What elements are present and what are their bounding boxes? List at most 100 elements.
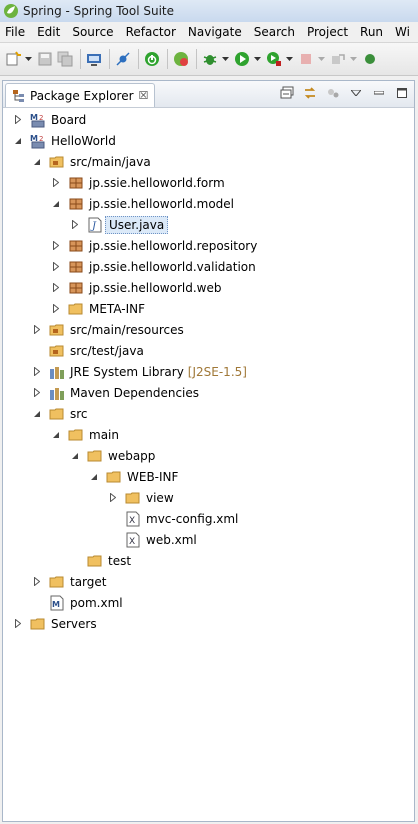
- collapsed-twisty-icon[interactable]: [51, 262, 61, 272]
- source-folder-icon: [49, 154, 65, 170]
- folder-icon: [49, 574, 65, 590]
- package-icon: [68, 238, 84, 254]
- tree-item[interactable]: view: [108, 487, 174, 508]
- tree-item[interactable]: Maven Dependencies: [32, 382, 199, 403]
- tree-item-label: jp.ssie.helloworld.form: [89, 175, 225, 190]
- package-icon: [68, 196, 84, 212]
- collapsed-twisty-icon[interactable]: [32, 577, 42, 587]
- tree-item[interactable]: main: [51, 424, 119, 445]
- menu-file[interactable]: File: [5, 24, 26, 39]
- collapsed-twisty-icon[interactable]: [51, 241, 61, 251]
- tree-item[interactable]: webapp: [70, 445, 155, 466]
- tree-item[interactable]: jp.ssie.helloworld.repository: [51, 235, 257, 256]
- save-all-icon[interactable]: [56, 50, 74, 68]
- collapsed-twisty-icon[interactable]: [51, 283, 61, 293]
- collapse-all-icon[interactable]: [279, 85, 295, 101]
- link-with-editor-icon[interactable]: [302, 85, 318, 101]
- run-icon[interactable]: [233, 50, 251, 68]
- deploy-dropdown-icon[interactable]: [349, 50, 357, 68]
- pom-file-icon: M: [49, 595, 65, 611]
- new-dropdown-icon[interactable]: [24, 50, 32, 68]
- spring-start-icon[interactable]: [143, 50, 161, 68]
- collapsed-twisty-icon[interactable]: [70, 220, 80, 230]
- tree-item[interactable]: META-INF: [51, 298, 145, 319]
- tree-item[interactable]: src/main/resources: [32, 319, 184, 340]
- expanded-twisty-icon[interactable]: [89, 472, 99, 482]
- spring-dashboard-icon[interactable]: [172, 50, 190, 68]
- menu-window[interactable]: Wi: [395, 24, 410, 39]
- close-icon[interactable]: ☒: [138, 89, 149, 102]
- menu-run[interactable]: Run: [360, 24, 384, 39]
- view-menu-icon[interactable]: [348, 85, 364, 101]
- window-title: Spring - Spring Tool Suite: [23, 4, 174, 18]
- spring-logo-icon: [3, 3, 19, 19]
- new-icon[interactable]: [4, 50, 22, 68]
- svg-text:2: 2: [39, 114, 43, 122]
- print-icon[interactable]: [85, 50, 103, 68]
- debug-icon[interactable]: [201, 50, 219, 68]
- expanded-twisty-icon[interactable]: [70, 451, 80, 461]
- menu-navigate[interactable]: Navigate: [187, 24, 242, 39]
- collapsed-twisty-icon[interactable]: [13, 115, 23, 125]
- tab-label: Package Explorer: [30, 88, 134, 103]
- tree-item[interactable]: jp.ssie.helloworld.form: [51, 172, 225, 193]
- tree-item-label: jp.ssie.helloworld.validation: [89, 259, 256, 274]
- external-tools-dropdown-icon[interactable]: [285, 50, 293, 68]
- menu-refactor[interactable]: Refactor: [125, 24, 176, 39]
- menu-search[interactable]: Search: [253, 24, 295, 39]
- collapsed-twisty-icon[interactable]: [51, 178, 61, 188]
- stop-icon[interactable]: [297, 50, 315, 68]
- tree-item[interactable]: WEB-INF: [89, 466, 178, 487]
- deploy-icon[interactable]: [329, 50, 347, 68]
- debug-dropdown-icon[interactable]: [221, 50, 229, 68]
- menu-edit[interactable]: Edit: [37, 24, 61, 39]
- twisty-spacer: [32, 346, 42, 356]
- external-tools-icon[interactable]: [265, 50, 283, 68]
- run-dropdown-icon[interactable]: [253, 50, 261, 68]
- tree-item[interactable]: target: [32, 571, 107, 592]
- folder-icon: [125, 490, 141, 506]
- tree-item[interactable]: src: [32, 403, 88, 424]
- focus-on-task-icon[interactable]: [325, 85, 341, 101]
- menu-source[interactable]: Source: [72, 24, 114, 39]
- menu-project[interactable]: Project: [306, 24, 349, 39]
- tree-item[interactable]: jp.ssie.helloworld.model: [51, 193, 234, 214]
- expanded-twisty-icon[interactable]: [32, 157, 42, 167]
- maximize-icon[interactable]: [394, 85, 410, 101]
- collapsed-twisty-icon[interactable]: [51, 304, 61, 314]
- tree-item-decoration: [J2SE-1.5]: [187, 364, 247, 379]
- tree-item[interactable]: jp.ssie.helloworld.web: [51, 277, 221, 298]
- collapsed-twisty-icon[interactable]: [32, 388, 42, 398]
- expanded-twisty-icon[interactable]: [13, 136, 23, 146]
- tab-package-explorer[interactable]: Package Explorer ☒: [5, 83, 155, 107]
- toolbar-separator: [109, 49, 110, 69]
- tree-item-label: jp.ssie.helloworld.repository: [89, 238, 258, 253]
- collapsed-twisty-icon[interactable]: [13, 619, 23, 629]
- collapsed-twisty-icon[interactable]: [32, 367, 42, 377]
- folder-icon: [106, 469, 122, 485]
- expanded-twisty-icon[interactable]: [51, 430, 61, 440]
- skip-breakpoints-icon[interactable]: [114, 50, 132, 68]
- save-icon[interactable]: [36, 50, 54, 68]
- collapsed-twisty-icon[interactable]: [32, 325, 42, 335]
- tree-item[interactable]: jp.ssie.helloworld.validation: [51, 256, 256, 277]
- expanded-twisty-icon[interactable]: [51, 199, 61, 209]
- tree-item[interactable]: Servers: [13, 613, 97, 634]
- tree-item[interactable]: JRE System Library[J2SE-1.5]: [32, 361, 247, 382]
- collapsed-twisty-icon[interactable]: [108, 493, 118, 503]
- tree-item[interactable]: src/test/java: [32, 340, 144, 361]
- expanded-twisty-icon[interactable]: [32, 409, 42, 419]
- folder-icon: [87, 448, 103, 464]
- source-folder-icon: [49, 322, 65, 338]
- overflow-icon[interactable]: [361, 50, 379, 68]
- tree-item[interactable]: test: [70, 550, 131, 571]
- tree-item[interactable]: src/main/java: [32, 151, 151, 172]
- stop-dropdown-icon[interactable]: [317, 50, 325, 68]
- minimize-icon[interactable]: [371, 85, 387, 101]
